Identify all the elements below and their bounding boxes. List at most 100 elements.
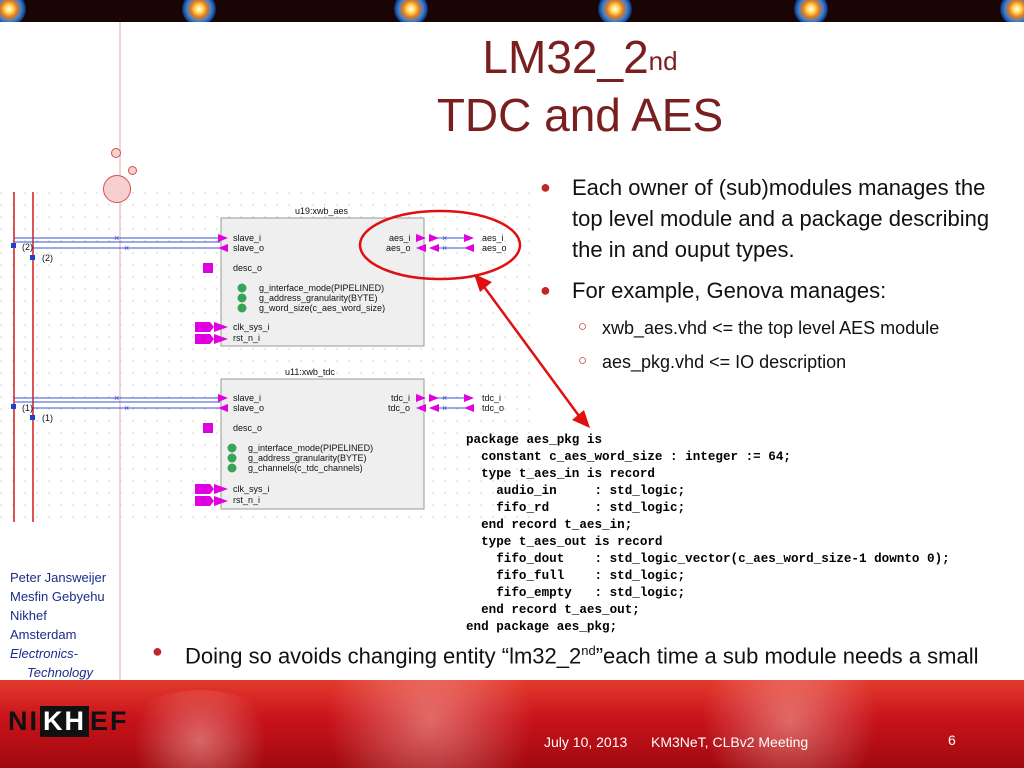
port-label: slave_o	[233, 403, 264, 413]
bottom-bullet: ● Doing so avoids changing entity “lm32_…	[152, 634, 1024, 707]
port-label: rst_n_i	[233, 333, 260, 343]
department: Technology	[27, 665, 94, 680]
port-arrow	[464, 394, 474, 402]
detector-image	[0, 0, 26, 22]
port-label: desc_o	[233, 263, 262, 273]
sub-bullet-item: ○ aes_pkg.vhd <= IO description	[540, 350, 1010, 374]
generic-label: g_channels(c_tdc_channels)	[248, 463, 363, 473]
port-arrow	[218, 404, 228, 412]
port-label: clk_sys_i	[233, 322, 270, 332]
cross-marker: ×	[442, 233, 447, 243]
port-arrow	[218, 244, 228, 252]
detector-image	[182, 0, 216, 22]
sub-bullet-item: ○ xwb_aes.vhd <= the top level AES modul…	[540, 316, 1010, 340]
port-label: slave_i	[233, 233, 261, 243]
port-arrow	[429, 244, 439, 252]
cross-marker: ×	[114, 393, 119, 403]
generic-icon	[237, 283, 247, 293]
port-label: rst_n_i	[233, 495, 260, 505]
port-box	[203, 263, 213, 273]
bus-node	[30, 255, 35, 260]
port-arrow	[214, 484, 228, 494]
generic-label: g_address_granularity(BYTE)	[248, 453, 367, 463]
port-label: clk_sys_i	[233, 484, 270, 494]
detector-image	[394, 0, 428, 22]
tdc-block[interactable]	[220, 378, 425, 510]
department: Electronics-	[10, 646, 78, 661]
port-label: tdc_i	[391, 393, 410, 403]
code-block: package aes_pkg is constant c_aes_word_s…	[466, 433, 950, 634]
port-arrow	[429, 394, 439, 402]
generic-label: g_interface_mode(PIPELINED)	[259, 283, 384, 293]
footer-band	[0, 680, 1024, 768]
generic-label: g_address_granularity(BYTE)	[259, 293, 378, 303]
ext-port-label: aes_i	[482, 233, 504, 243]
bus-node	[30, 415, 35, 420]
footer-glow	[680, 680, 900, 768]
bullet-item: ● Each owner of (sub)modules manages the…	[540, 172, 1010, 265]
generic-icon	[237, 293, 247, 303]
cross-marker: ×	[124, 243, 129, 253]
generic-icon	[227, 463, 237, 473]
tdc-block-name: u11:xwb_tdc	[285, 367, 335, 377]
bullet-dot-icon: ●	[152, 641, 163, 661]
port-arrow	[214, 496, 228, 506]
author-name: Mesfin Gebyehu	[10, 589, 105, 604]
cross-marker: ×	[442, 393, 447, 403]
generic-label: g_word_size(c_aes_word_size)	[259, 303, 385, 313]
cross-marker: ×	[114, 233, 119, 243]
bullet-item: ● For example, Genova manages:	[540, 275, 1010, 306]
decor-bubble	[128, 166, 137, 175]
hollow-bullet-icon: ○	[578, 352, 588, 369]
footer-glow	[120, 690, 280, 768]
port-label: slave_i	[233, 393, 261, 403]
slide-title: LM32_2nd TDC and AES	[436, 31, 724, 141]
detector-image	[598, 0, 632, 22]
top-banner	[0, 0, 1024, 22]
schematic-diagram: u19:xwb_aes × × × × (2) (2) slave_i slav…	[0, 192, 535, 522]
port-arrow	[416, 404, 426, 412]
port-arrow	[429, 234, 439, 242]
port-label: slave_o	[233, 243, 264, 253]
aes-block-name: u19:xwb_aes	[295, 206, 349, 216]
port-arrow	[464, 404, 474, 412]
port-label: aes_i	[389, 233, 411, 243]
bus-label: (1)	[22, 403, 33, 413]
ext-port-label: aes_o	[482, 243, 507, 253]
port-arrow	[416, 394, 426, 402]
detector-image	[1000, 0, 1024, 22]
generic-label: g_interface_mode(PIPELINED)	[248, 443, 373, 453]
aes-block[interactable]	[220, 217, 425, 347]
detector-image	[794, 0, 828, 22]
port-arrow	[195, 484, 214, 494]
cross-marker: ×	[442, 403, 447, 413]
cross-marker: ×	[442, 243, 447, 253]
bullet-dot-icon: ●	[540, 177, 551, 197]
port-arrow	[416, 244, 426, 252]
hollow-bullet-icon: ○	[578, 318, 588, 335]
bus-label: (1)	[42, 413, 53, 423]
footer-glow	[300, 680, 560, 768]
port-arrow	[416, 234, 426, 242]
affiliation: Nikhef	[10, 608, 47, 623]
bus-node	[11, 243, 16, 248]
port-arrow	[195, 496, 214, 506]
port-box	[203, 423, 213, 433]
port-label: aes_o	[386, 243, 411, 253]
port-arrow	[464, 234, 474, 242]
port-arrow	[218, 394, 228, 402]
port-arrow	[464, 244, 474, 252]
footer-meeting: KM3NeT, CLBv2 Meeting	[651, 734, 809, 750]
annotation-arrow	[474, 274, 590, 428]
affiliation: Amsterdam	[10, 627, 77, 642]
generic-icon	[227, 453, 237, 463]
footer-date: July 10, 2013	[544, 734, 628, 750]
page-number: 6	[948, 732, 956, 748]
author-name: Peter Jansweijer	[10, 570, 107, 585]
port-arrow	[195, 322, 214, 332]
generic-icon	[237, 303, 247, 313]
port-arrow	[429, 404, 439, 412]
port-arrow	[195, 334, 214, 344]
bus-node	[11, 404, 16, 409]
